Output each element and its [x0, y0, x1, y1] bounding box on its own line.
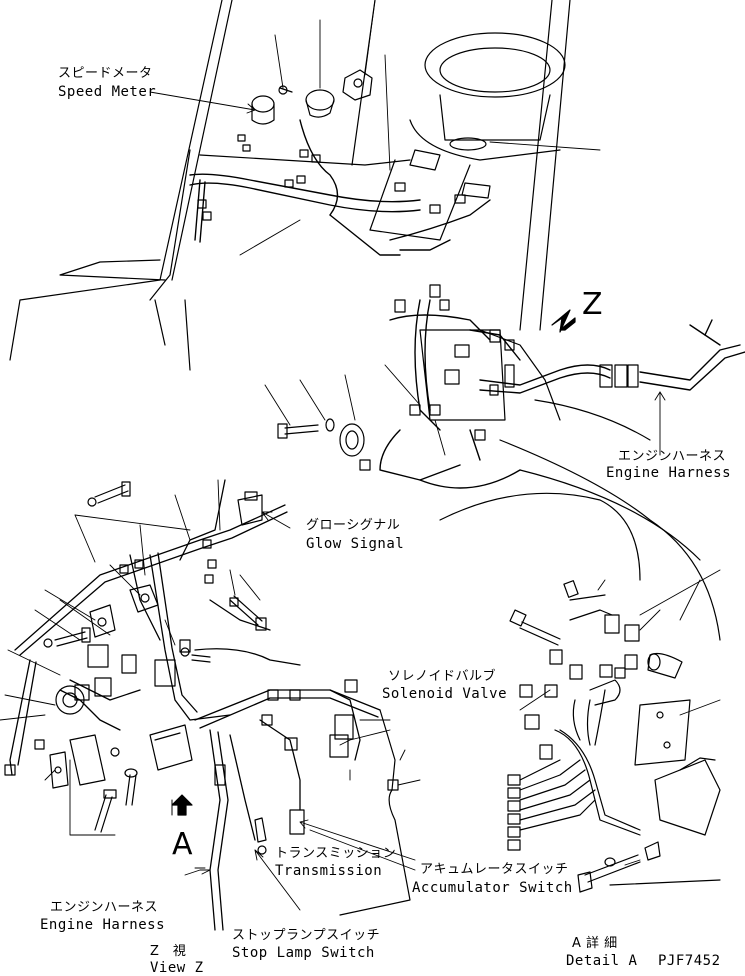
glow-signal-label: Glow Signal [306, 536, 405, 552]
view-z-caption-jp: Z 視 [150, 944, 187, 959]
detail-a-caption: Detail A [566, 953, 638, 969]
harness-upper [190, 120, 745, 488]
stop-lamp-switch-label-jp: ストップランプスイッチ [232, 928, 381, 943]
connectors-upper [198, 135, 638, 440]
engine-harness-bottom-label: Engine Harness [40, 917, 166, 933]
transmission-label-jp: トランスミッション [275, 846, 397, 861]
transmission-label: Transmission [275, 863, 383, 879]
engine-harness-bottom-label-jp: エンジンハーネス [50, 900, 159, 915]
view-a-arrow [172, 795, 192, 815]
steering-wheel [370, 33, 565, 240]
view-z-harness [10, 480, 380, 930]
leader-lines-view-z [0, 480, 420, 910]
drawing-code: PJF7452 [658, 953, 721, 969]
stop-lamp-switch-label: Stop Lamp Switch [232, 945, 375, 961]
accumulator-switch-label: Accumulator Switch [412, 880, 573, 896]
speed-meter [252, 70, 372, 124]
solenoid-valve-label: Solenoid Valve [382, 686, 508, 702]
leader-lines-upper [150, 0, 665, 455]
speed-meter-label-jp: スピードメータ [58, 66, 153, 81]
view-z-marker: Z [582, 287, 604, 322]
detail-a-caption-jp: A 詳 細 [572, 936, 618, 951]
leader-lines-detail-a [520, 570, 720, 865]
view-z-caption: View Z [150, 960, 204, 976]
detail-a-components [508, 581, 720, 892]
accumulator-switch-label-jp: アキュムレータスイッチ [420, 862, 569, 877]
engine-harness-top-label-jp: エンジンハーネス [618, 449, 727, 464]
horn-assembly [278, 419, 370, 470]
view-z-arrow [552, 310, 575, 332]
view-a-marker: A [172, 827, 194, 862]
solenoid-valve-label-jp: ソレノイドバルブ [388, 669, 497, 684]
speed-meter-label: Speed Meter [58, 84, 157, 100]
glow-signal-label-jp: グローシグナル [306, 518, 401, 533]
engine-harness-top-label: Engine Harness [606, 465, 732, 481]
view-z-components [5, 482, 410, 915]
